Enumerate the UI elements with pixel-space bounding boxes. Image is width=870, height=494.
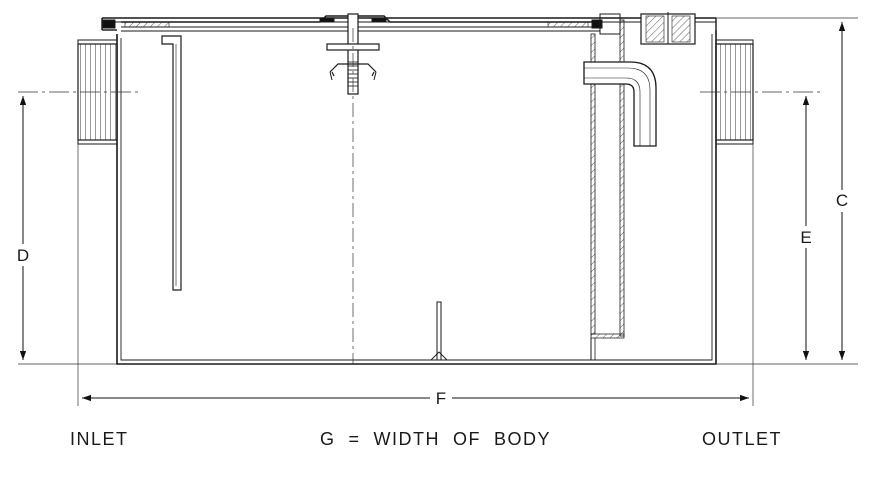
- width-of-body-note: G = WIDTH OF BODY: [320, 429, 551, 449]
- draw-off-elbow: [583, 61, 657, 147]
- dimension-f-label: F: [436, 389, 446, 408]
- cover-plate: [102, 15, 603, 32]
- inlet-baffle: [161, 35, 182, 291]
- dimension-e-label: E: [800, 228, 811, 247]
- outlet-chamber: [590, 12, 696, 360]
- dimension-d-label: D: [17, 246, 29, 265]
- dimension-e: E: [800, 96, 812, 360]
- dimension-c-label: C: [836, 191, 848, 210]
- dimension-f: F: [82, 389, 749, 408]
- bottom-baffle: [430, 301, 448, 361]
- outlet-caption: OUTLET: [702, 429, 782, 449]
- dimension-c: C: [836, 22, 848, 360]
- dimension-d: D: [17, 96, 29, 360]
- inlet-caption: INLET: [70, 429, 129, 449]
- extension-lines: [18, 17, 858, 406]
